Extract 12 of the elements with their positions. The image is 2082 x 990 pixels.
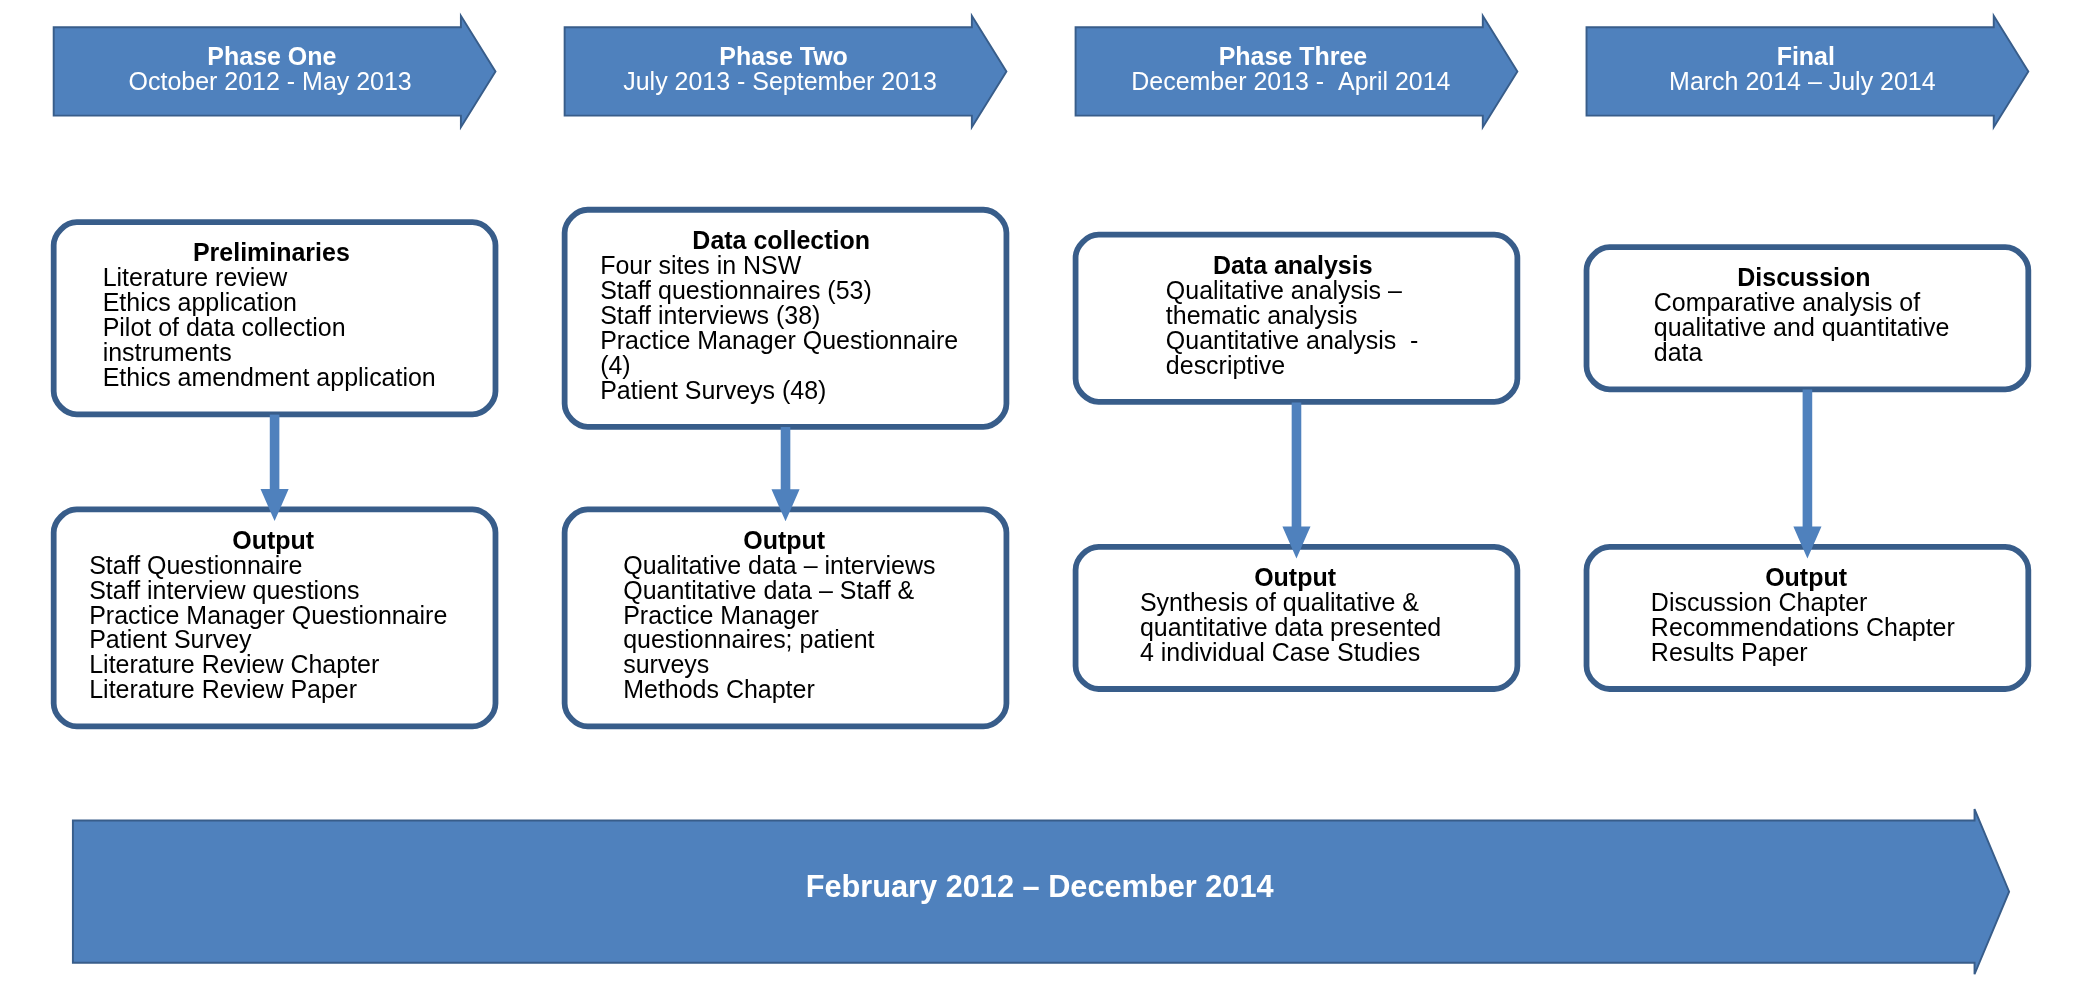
arrow — [260, 414, 289, 522]
node-box: Output Qualitative data – interviews Quantitative data – Staff & Practice Manager questionnaires; patient surveys Methods Chapter — [561, 506, 1010, 730]
node-box: Data collection Four sites in NSW Staff questionnaires (53) Staff interviews (38) Practice Manager Questionnaire (4) Patient Surveys (48) — [561, 206, 1010, 430]
arrow — [1793, 389, 1822, 559]
arrow — [1282, 402, 1311, 559]
node-box: Output Discussion Chapter Recommendations Chapter Results Paper — [1583, 544, 2032, 692]
node-box: Output Synthesis of qualitative & quantitative data presented 4 individual Case Studies — [1072, 544, 1521, 692]
node-box: Preliminaries Literature review Ethics application Pilot of data collection instruments Ethics amendment application — [50, 219, 499, 418]
node-box: Discussion Comparative analysis of qualitative and quantitative data — [1583, 244, 2032, 393]
arrow — [771, 427, 800, 522]
node-box: Output Staff Questionnaire Staff interview questions Practice Manager Questionnaire Patient Survey Literature Review Chapter Literature Review Paper — [50, 506, 499, 730]
node-box: Data analysis Qualitative analysis – thematic analysis Quantitative analysis - descriptive — [1072, 231, 1521, 405]
